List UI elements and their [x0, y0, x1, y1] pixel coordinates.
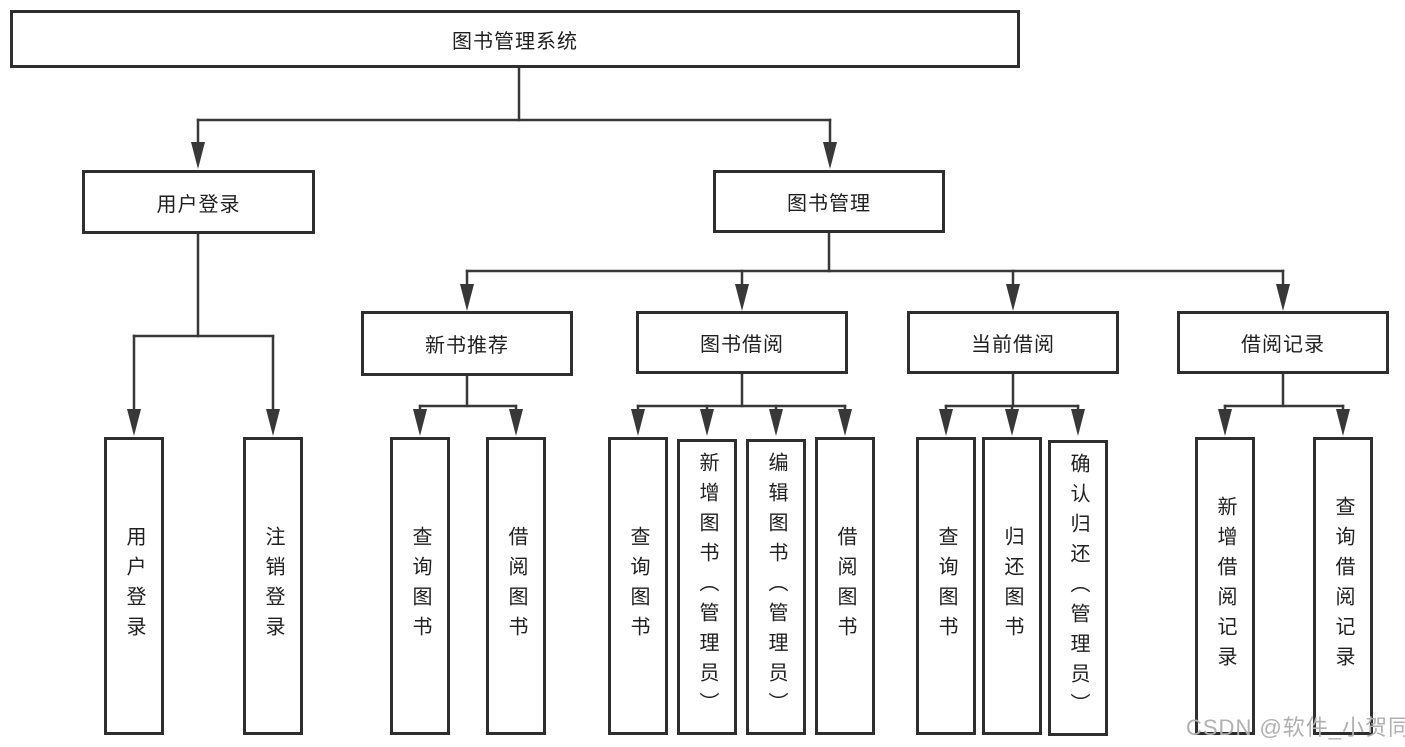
- node-leaf-user-login: 用户登录: [104, 437, 164, 735]
- node-root-system: 图书管理系统: [10, 10, 1020, 68]
- node-book-management: 图书管理: [713, 170, 945, 233]
- node-leaf-query-books-borrow: 查询图书: [608, 437, 668, 735]
- csdn-watermark: CSDN @软件_小贺同学: [1186, 715, 1405, 740]
- node-current-borrow: 当前借阅: [907, 311, 1119, 374]
- node-borrow-records: 借阅记录: [1177, 311, 1389, 374]
- node-leaf-query-books-recommend: 查询图书: [390, 437, 450, 735]
- node-leaf-logout: 注销登录: [243, 437, 303, 735]
- node-leaf-confirm-return-admin: 确认归还（管理员）: [1048, 440, 1108, 736]
- node-leaf-query-books-current: 查询图书: [916, 437, 976, 735]
- node-leaf-add-borrow-record: 新增借阅记录: [1195, 437, 1255, 735]
- node-book-borrow: 图书借阅: [636, 311, 848, 374]
- node-leaf-query-borrow-record: 查询借阅记录: [1313, 437, 1373, 735]
- node-new-book-recommend: 新书推荐: [361, 311, 573, 376]
- node-leaf-edit-books-admin: 编辑图书（管理员）: [746, 439, 806, 735]
- node-leaf-add-books-admin: 新增图书（管理员）: [677, 439, 737, 735]
- node-leaf-borrow-books: 借阅图书: [815, 437, 875, 735]
- node-leaf-borrow-books-recommend: 借阅图书: [486, 437, 546, 735]
- node-user-login: 用户登录: [82, 170, 315, 234]
- node-leaf-return-books: 归还图书: [982, 437, 1042, 735]
- arrowheads: [127, 142, 1350, 436]
